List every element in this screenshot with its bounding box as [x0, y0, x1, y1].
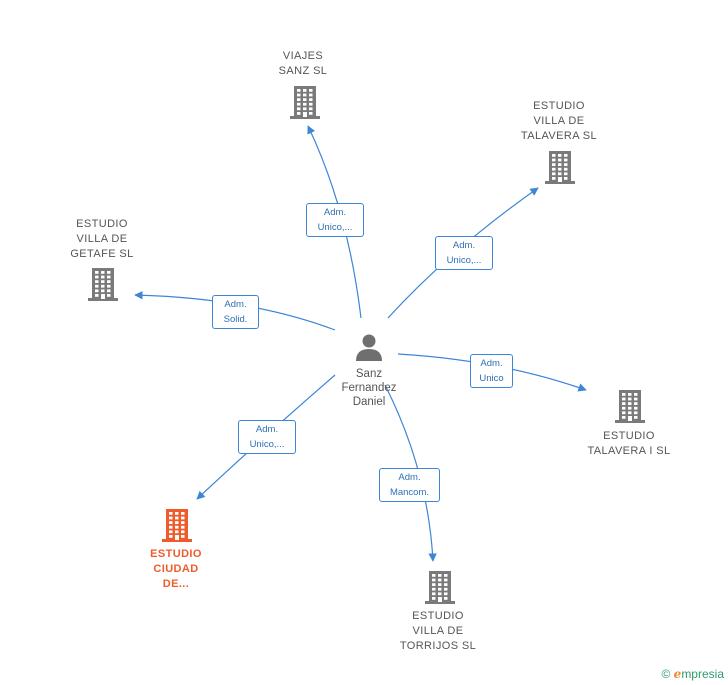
company-name-viajes[interactable]: VIAJES SANZ SL — [278, 50, 328, 77]
relation-label-getafe: Adm. Solid. — [212, 295, 259, 329]
company-name-ciudad[interactable]: ESTUDIO CIUDAD DE... — [150, 548, 202, 590]
person-name[interactable]: Sanz Fernandez Daniel — [341, 368, 397, 408]
brand-name: mpresia — [681, 667, 724, 681]
building-icon-ciudad[interactable] — [161, 507, 193, 543]
company-name-torrijos[interactable]: ESTUDIO VILLA DE TORRIJOS SL — [399, 610, 477, 652]
relation-label-ciudad: Adm. Unico,... — [238, 420, 296, 454]
building-icon-viajes[interactable] — [289, 84, 321, 120]
relation-label-talavera-i: Adm. Unico — [470, 354, 513, 388]
company-name-getafe[interactable]: ESTUDIO VILLA DE GETAFE SL — [70, 218, 134, 260]
copyright-symbol: © — [661, 667, 671, 681]
relation-label-torrijos: Adm. Mancom. — [379, 468, 440, 502]
relation-label-talavera-villa: Adm. Unico,... — [435, 236, 493, 270]
relation-label-viajes: Adm. Unico,... — [306, 203, 364, 237]
brand-logo-initial: e — [673, 667, 682, 681]
person-icon[interactable] — [354, 332, 384, 362]
building-icon-getafe[interactable] — [87, 266, 119, 302]
building-icon-torrijos[interactable] — [424, 569, 456, 605]
footer-brand[interactable]: © empresia — [661, 667, 724, 681]
company-name-talavera-villa[interactable]: ESTUDIO VILLA DE TALAVERA SL — [520, 100, 598, 142]
company-name-talavera-i[interactable]: ESTUDIO TALAVERA I SL — [587, 430, 671, 457]
building-icon-talavera-villa[interactable] — [544, 149, 576, 185]
building-icon-talavera-i[interactable] — [614, 388, 646, 424]
